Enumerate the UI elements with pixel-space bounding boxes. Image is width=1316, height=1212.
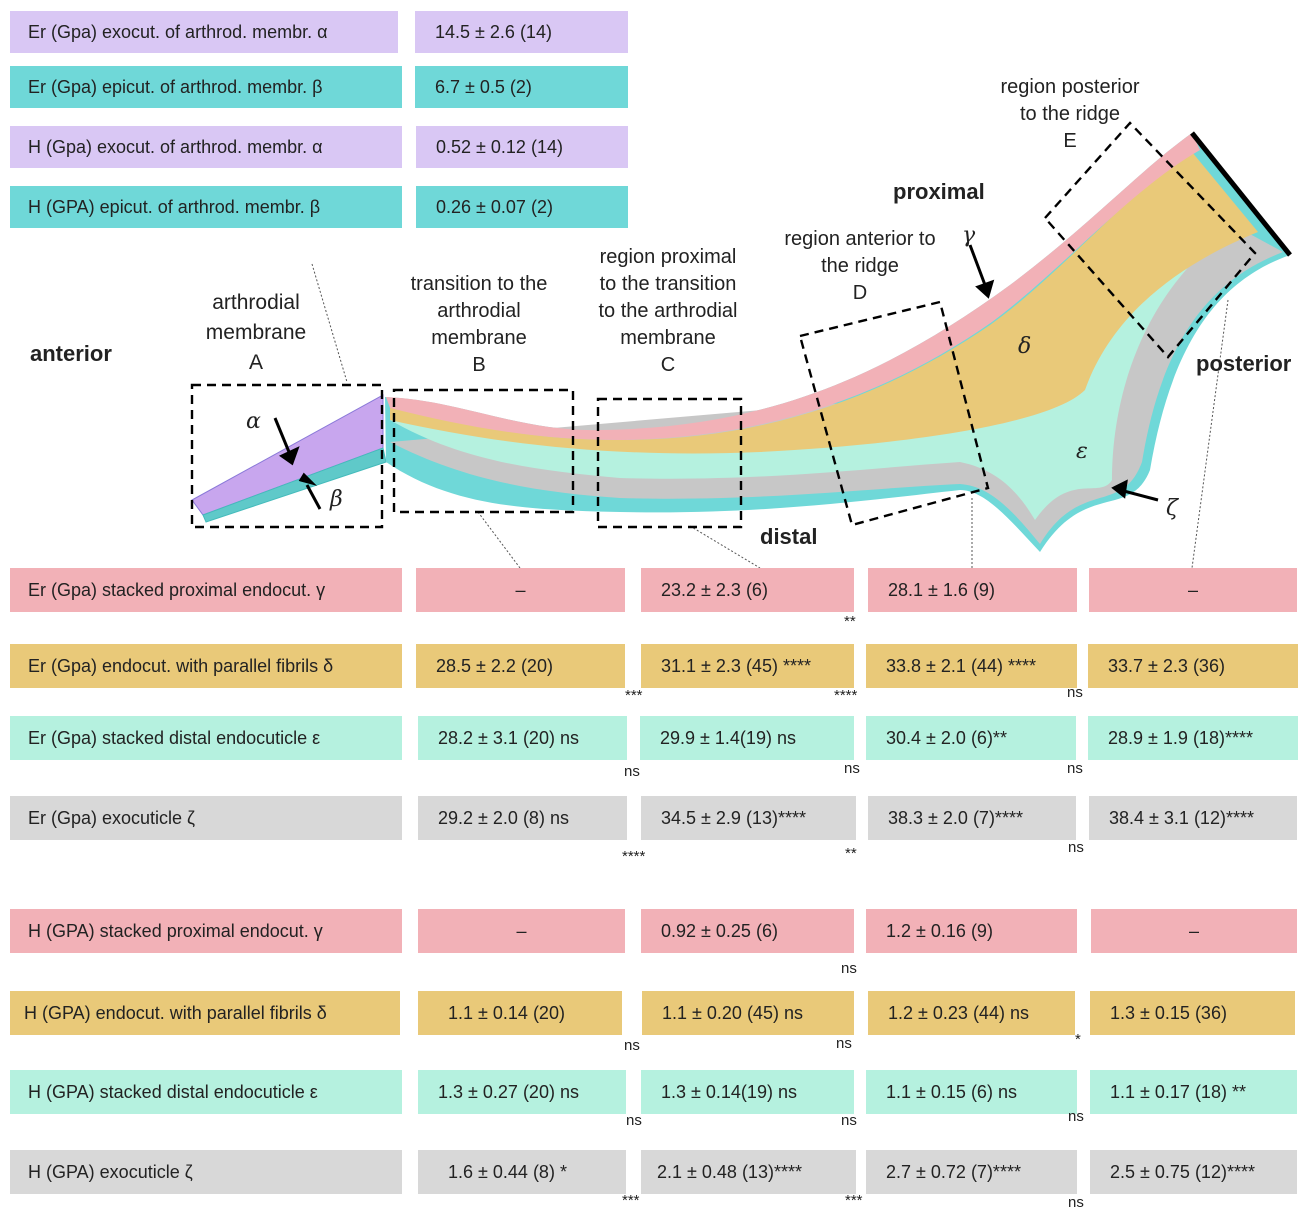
row-h-zeta-c: 2.1 ± 0.48 (13)**** xyxy=(641,1150,856,1194)
significance-marker: ns xyxy=(1068,839,1084,856)
row-er-gamma-d: 28.1 ± 1.6 (9) xyxy=(868,568,1077,612)
region-a-box xyxy=(190,383,384,529)
significance-marker: ns xyxy=(624,1037,640,1054)
significance-marker: ns xyxy=(841,1112,857,1129)
row-er-zeta-d: 38.3 ± 2.0 (7)**** xyxy=(868,796,1076,840)
region-e-box xyxy=(1043,121,1257,359)
significance-marker: **** xyxy=(834,687,858,704)
significance-marker: ns xyxy=(1068,1108,1084,1125)
posterior-edge xyxy=(1190,131,1292,257)
beta-symbol: β xyxy=(330,487,343,512)
significance-marker: ** xyxy=(845,845,857,862)
significance-marker: ** xyxy=(844,613,856,630)
row-er-zeta-b: 29.2 ± 2.0 (8) ns xyxy=(418,796,627,840)
significance-marker: *** xyxy=(622,1192,640,1209)
row-h-delta-e: 1.3 ± 0.15 (36) xyxy=(1090,991,1295,1035)
leader-line-a xyxy=(311,263,348,383)
row-label-er-zeta: Er (Gpa) exocuticle ζ xyxy=(10,796,402,840)
significance-marker: ns xyxy=(1067,760,1083,777)
row-er-zeta-e: 38.4 ± 3.1 (12)**** xyxy=(1089,796,1297,840)
gamma-symbol: γ xyxy=(962,223,976,248)
row-er-epsilon-c: 29.9 ± 1.4(19) ns xyxy=(640,716,854,760)
row-h-epsilon-e: 1.1 ± 0.17 (18) ** xyxy=(1090,1070,1297,1114)
posterior-label: posterior xyxy=(1196,351,1292,376)
row-er-epsilon-b: 28.2 ± 3.1 (20) ns xyxy=(418,716,627,760)
row-h-delta-c: 1.1 ± 0.20 (45) ns xyxy=(642,991,854,1035)
top-row-label-1: Er (Gpa) epicut. of arthrod. membr. β xyxy=(10,66,402,108)
row-label-h-epsilon: H (GPA) stacked distal endocuticle ε xyxy=(10,1070,402,1114)
row-er-delta-e: 33.7 ± 2.3 (36) xyxy=(1088,644,1298,688)
delta-layer xyxy=(390,152,1258,454)
zeta-symbol: ζ xyxy=(1166,496,1178,521)
zeta-arrow xyxy=(1119,488,1159,502)
row-label-er-delta: Er (Gpa) endocut. with parallel fibrils … xyxy=(10,644,402,688)
row-h-zeta-d: 2.7 ± 0.72 (7)**** xyxy=(866,1150,1077,1194)
alpha-arrow xyxy=(273,417,291,453)
row-er-gamma-e: – xyxy=(1089,568,1297,612)
row-h-epsilon-b: 1.3 ± 0.27 (20) ns xyxy=(418,1070,626,1114)
significance-marker: ns xyxy=(836,1035,852,1052)
distal-label: distal xyxy=(760,524,818,549)
row-h-gamma-b: – xyxy=(418,909,625,953)
significance-marker: **** xyxy=(622,848,646,865)
row-h-gamma-d: 1.2 ± 0.16 (9) xyxy=(866,909,1077,953)
significance-marker: *** xyxy=(845,1192,863,1209)
leader-line-e xyxy=(1191,299,1229,569)
row-h-delta-d: 1.2 ± 0.23 (44) ns xyxy=(868,991,1075,1035)
row-label-er-epsilon: Er (Gpa) stacked distal endocuticle ε xyxy=(10,716,402,760)
row-h-gamma-e: – xyxy=(1091,909,1297,953)
row-er-delta-b: 28.5 ± 2.2 (20) xyxy=(416,644,625,688)
significance-marker: ns xyxy=(626,1112,642,1129)
beta-arrow xyxy=(305,484,322,510)
region-d-box xyxy=(798,300,990,527)
epsilon-symbol: ε xyxy=(1076,439,1088,464)
row-label-h-zeta: H (GPA) exocuticle ζ xyxy=(10,1150,402,1194)
significance-marker: ns xyxy=(1067,684,1083,701)
gamma-arrow xyxy=(968,244,987,286)
significance-marker: ns xyxy=(844,760,860,777)
top-row-value-3: 0.26 ± 0.07 (2) xyxy=(416,186,628,228)
row-h-gamma-c: 0.92 ± 0.25 (6) xyxy=(641,909,854,953)
row-h-epsilon-c: 1.3 ± 0.14(19) ns xyxy=(641,1070,854,1114)
leader-line-b xyxy=(477,511,521,569)
leader-line-c xyxy=(689,525,761,569)
top-row-label-2: H (Gpa) exocut. of arthrod. membr. α xyxy=(10,126,402,168)
top-row-value-2: 0.52 ± 0.12 (14) xyxy=(416,126,628,168)
row-h-zeta-e: 2.5 ± 0.75 (12)**** xyxy=(1090,1150,1297,1194)
epsilon-layer xyxy=(390,210,1240,520)
alpha-symbol: α xyxy=(246,409,261,434)
region-b-box xyxy=(392,388,575,514)
top-row-value-1: 6.7 ± 0.5 (2) xyxy=(415,66,628,108)
row-er-delta-d: 33.8 ± 2.1 (44) **** xyxy=(866,644,1077,688)
row-h-delta-b: 1.1 ± 0.14 (20) xyxy=(418,991,622,1035)
row-label-h-gamma: H (GPA) stacked proximal endocut. γ xyxy=(10,909,402,953)
row-label-er-gamma: Er (Gpa) stacked proximal endocut. γ xyxy=(10,568,402,612)
significance-marker: *** xyxy=(625,687,643,704)
significance-marker: ns xyxy=(1068,1194,1084,1211)
row-er-delta-c: 31.1 ± 2.3 (45) **** xyxy=(641,644,854,688)
row-er-epsilon-d: 30.4 ± 2.0 (6)** xyxy=(866,716,1076,760)
top-row-value-0: 14.5 ± 2.6 (14) xyxy=(415,11,628,53)
anterior-label: anterior xyxy=(30,341,112,366)
row-er-gamma-b: – xyxy=(416,568,625,612)
row-er-gamma-c: 23.2 ± 2.3 (6) xyxy=(641,568,854,612)
top-row-label-0: Er (Gpa) exocut. of arthrod. membr. α xyxy=(10,11,398,53)
significance-marker: * xyxy=(1075,1031,1081,1048)
row-er-zeta-c: 34.5 ± 2.9 (13)**** xyxy=(641,796,856,840)
row-er-epsilon-e: 28.9 ± 1.9 (18)**** xyxy=(1088,716,1298,760)
top-row-label-3: H (GPA) epicut. of arthrod. membr. β xyxy=(10,186,402,228)
significance-marker: ns xyxy=(624,763,640,780)
row-h-epsilon-d: 1.1 ± 0.15 (6) ns xyxy=(866,1070,1077,1114)
delta-symbol: δ xyxy=(1018,334,1032,359)
row-h-zeta-b: 1.6 ± 0.44 (8) * xyxy=(418,1150,626,1194)
row-label-h-delta: H (GPA) endocut. with parallel fibrils δ xyxy=(10,991,400,1035)
significance-marker: ns xyxy=(841,960,857,977)
proximal-label: proximal xyxy=(893,179,985,204)
